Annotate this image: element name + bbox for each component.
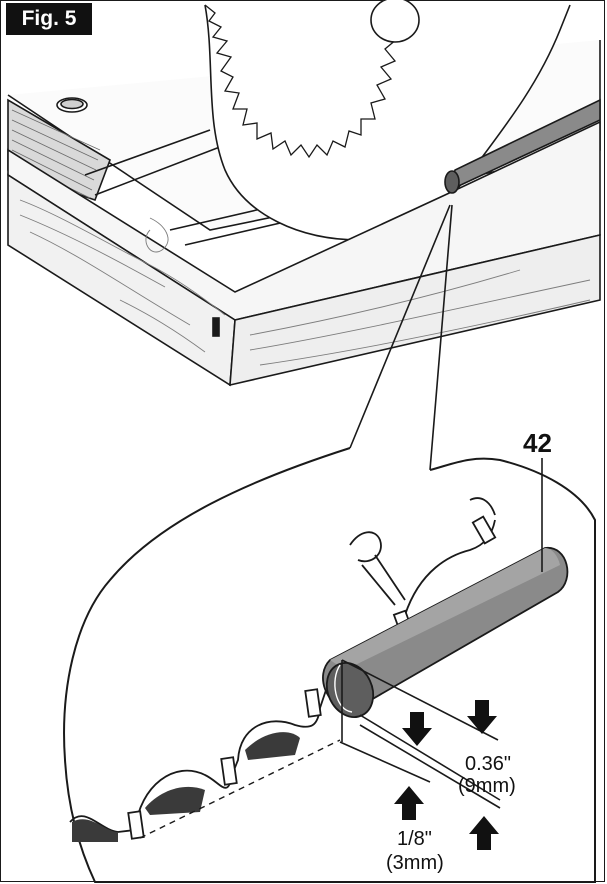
dimension-lines — [339, 659, 501, 809]
arrow-down-icon — [402, 712, 432, 746]
dimension-upper-inch: 0.36" — [465, 753, 512, 775]
arrow-down-icon — [467, 700, 497, 734]
dimension-lower-mm: (3mm) — [386, 852, 444, 874]
arrow-up-icon — [394, 786, 424, 820]
dimension-arrows — [394, 700, 499, 850]
fence-bar-detail — [322, 547, 569, 718]
part-number-label: 42 — [523, 428, 552, 458]
arrow-up-icon — [469, 816, 499, 850]
dimension-upper-mm: (9mm) — [458, 775, 516, 797]
table-overview — [7, 0, 601, 387]
figure-tag: Fig. 5 — [6, 3, 92, 35]
magnifier-leader-lines — [349, 204, 453, 471]
dimension-lower-inch: 1/8" — [397, 828, 432, 850]
detail-blade — [69, 497, 497, 842]
